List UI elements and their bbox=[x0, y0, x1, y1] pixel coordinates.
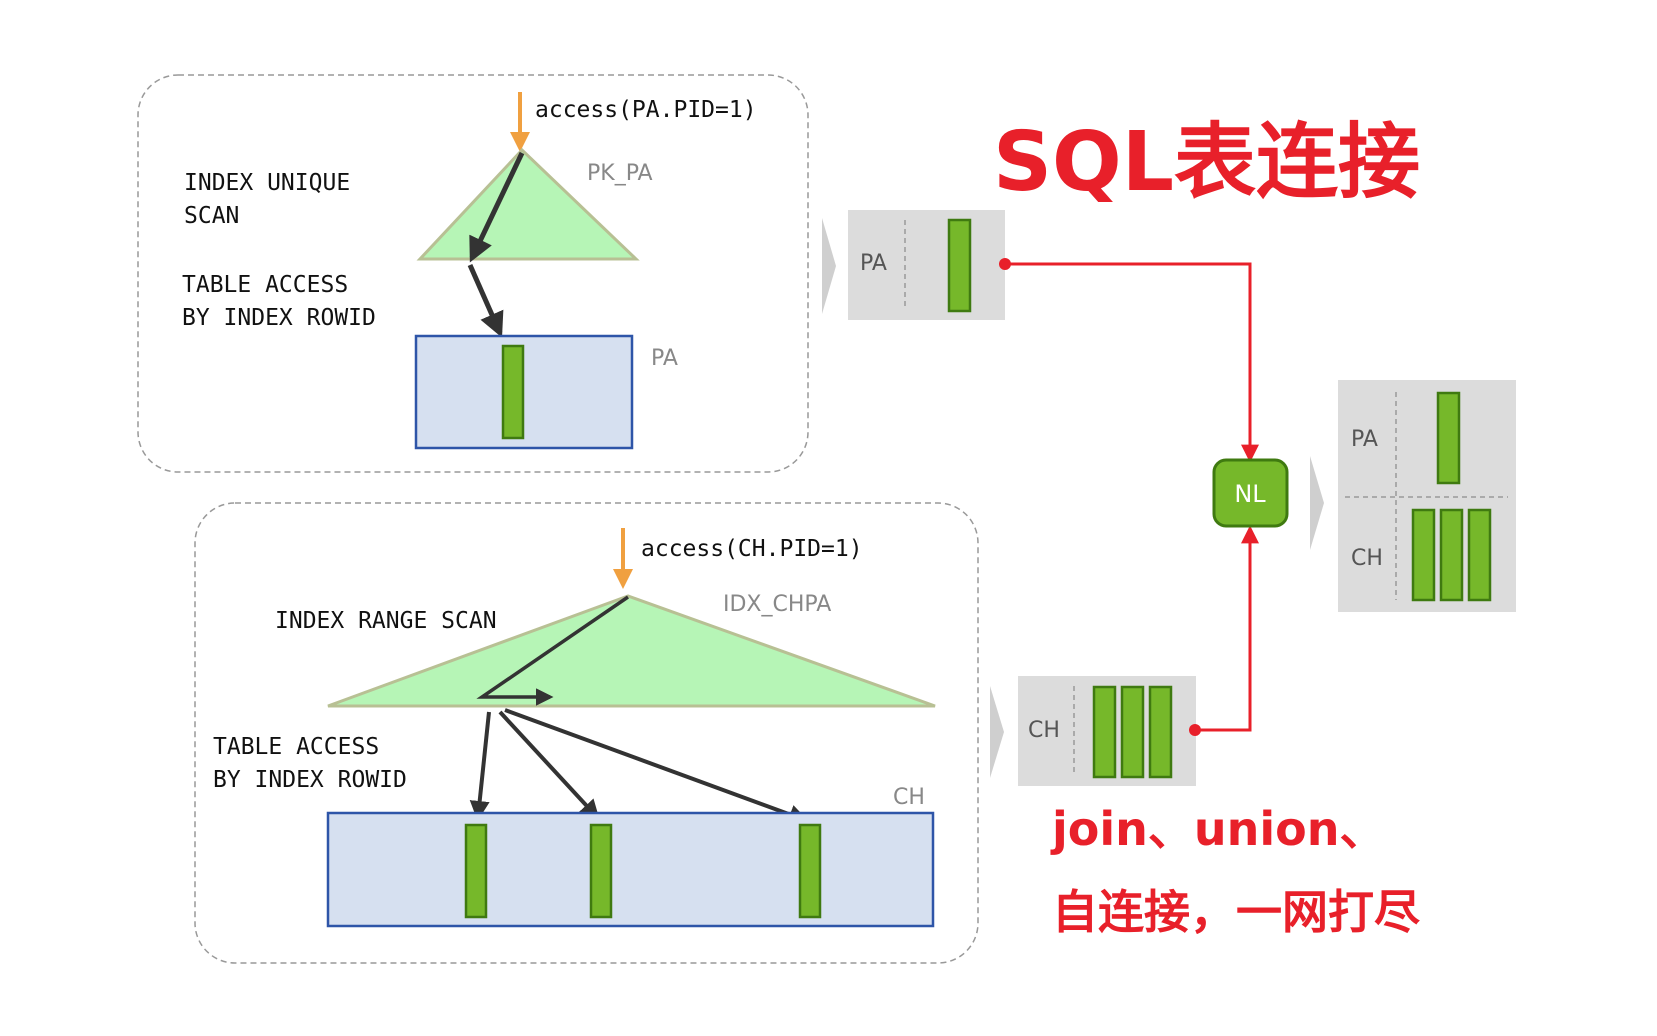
main-title: SQL表连接 bbox=[993, 115, 1420, 210]
join-result-chevron bbox=[1310, 456, 1324, 550]
pa-access-box bbox=[137, 74, 809, 473]
pa-rowid-arrow bbox=[467, 263, 504, 338]
pk-pa-index-name: PK_PA bbox=[587, 161, 653, 186]
pa-op-table-line2: BY INDEX ROWID bbox=[182, 305, 376, 331]
pa-to-nl-line bbox=[1005, 262, 1259, 463]
ch-rowid-arrow-3 bbox=[504, 708, 809, 824]
ch-result-row-3 bbox=[1148, 685, 1173, 779]
pa-table-name: PA bbox=[651, 346, 678, 371]
pa-op-index-line1: INDEX UNIQUE bbox=[184, 170, 350, 196]
pa-access-label: access(PA.PID=1) bbox=[535, 97, 757, 123]
pa-index-seek-arrow bbox=[469, 151, 525, 263]
ch-result-row-2 bbox=[1120, 685, 1145, 779]
ch-access-label: access(CH.PID=1) bbox=[641, 536, 863, 562]
subtitle-line-1: join、union、 bbox=[1050, 802, 1386, 856]
pa-result-panel bbox=[848, 210, 1005, 320]
ch-rowid-arrow-2 bbox=[498, 710, 600, 820]
ch-table-name: CH bbox=[893, 785, 925, 810]
pa-result-label: PA bbox=[860, 251, 887, 276]
ch-result-chevron bbox=[990, 686, 1004, 778]
nl-join-node bbox=[1212, 458, 1289, 528]
join-result-ch-row-3 bbox=[1467, 508, 1492, 602]
ch-table bbox=[326, 811, 935, 928]
ch-table-row-1 bbox=[464, 823, 488, 919]
pa-op-index-line2: SCAN bbox=[184, 203, 239, 229]
ch-range-scan-arrow bbox=[476, 595, 629, 706]
join-result-pa-label: PA bbox=[1351, 427, 1378, 452]
pk-pa-index-triangle bbox=[416, 147, 640, 261]
pa-op-table-line1: TABLE ACCESS bbox=[182, 272, 348, 298]
idx-chpa-index-triangle bbox=[327, 594, 936, 708]
join-result-ch-row-2 bbox=[1439, 508, 1464, 602]
ch-result-label: CH bbox=[1028, 718, 1060, 743]
ch-table-row-3 bbox=[798, 823, 822, 919]
join-result-pa-row bbox=[1436, 391, 1461, 485]
ch-op-table-line2: BY INDEX ROWID bbox=[213, 767, 407, 793]
idx-chpa-index-name: IDX_CHPA bbox=[723, 592, 831, 617]
ch-result-row-1 bbox=[1092, 685, 1117, 779]
pa-result-chevron bbox=[822, 218, 836, 314]
nl-join-label: NL bbox=[1234, 480, 1266, 508]
ch-op-index: INDEX RANGE SCAN bbox=[275, 608, 497, 634]
ch-op-table-line1: TABLE ACCESS bbox=[213, 734, 379, 760]
join-result-ch-label: CH bbox=[1351, 546, 1383, 571]
subtitle-line-2: 自连接，一网打尽 bbox=[1052, 885, 1420, 939]
ch-table-row-2 bbox=[589, 823, 613, 919]
join-result-ch-row-1 bbox=[1411, 508, 1436, 602]
ch-rowid-arrow-1 bbox=[469, 711, 491, 821]
ch-to-nl-line bbox=[1195, 525, 1259, 732]
ch-access-box bbox=[194, 502, 979, 964]
pa-result-row bbox=[947, 218, 972, 313]
pa-table-row bbox=[501, 344, 525, 440]
